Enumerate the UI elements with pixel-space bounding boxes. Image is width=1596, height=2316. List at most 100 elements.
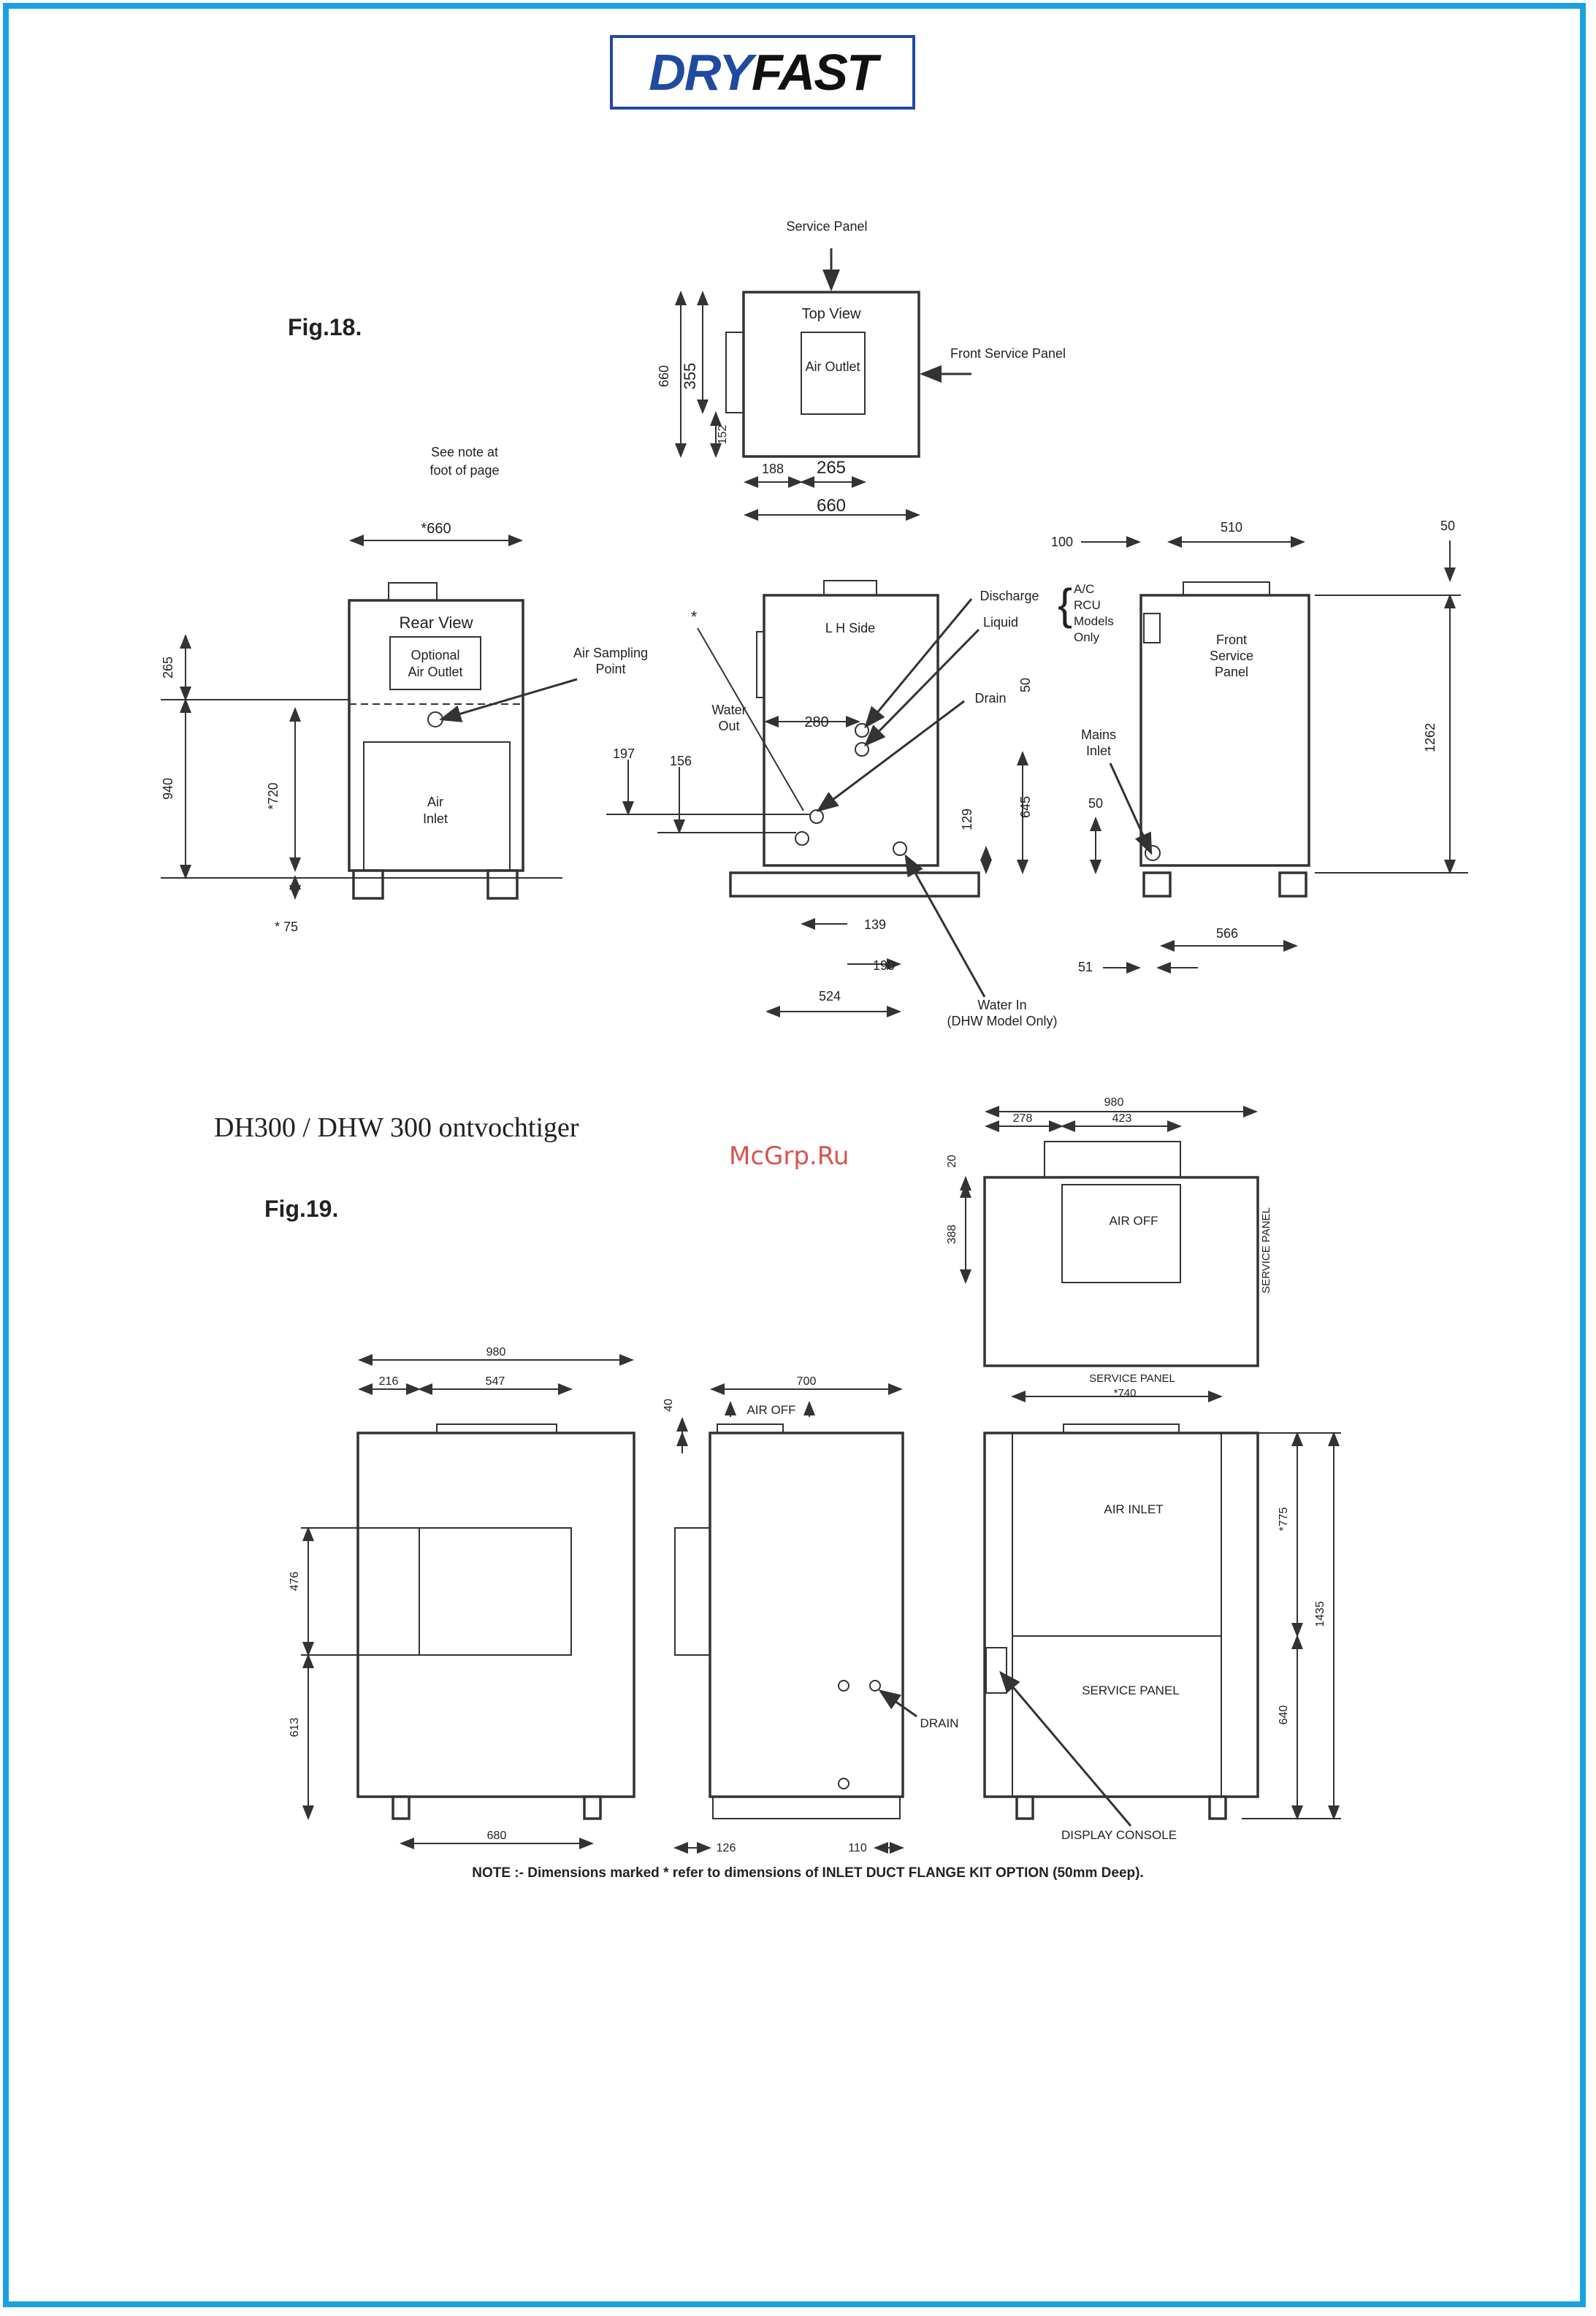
lh-side-ac-rcu-1: A/C	[1074, 582, 1094, 596]
rear-view-air-sampling-point-2: Point	[595, 662, 625, 676]
fig18-lh-side: L H Side Discharge Liquid A/C RCU Models…	[606, 580, 1114, 1028]
fig19-top-dim-423: 423	[1112, 1112, 1132, 1125]
model-caption: DH300 / DHW 300 ontvochtiger	[214, 1112, 579, 1143]
fig18-label: Fig.18.	[288, 314, 362, 340]
lh-side-dim-645: 645	[1018, 796, 1033, 818]
front-view-dim-50-side: 50	[1088, 796, 1103, 811]
fig19-left-dim-216: 216	[379, 1375, 399, 1388]
page-border	[3, 3, 1586, 2307]
watermark: McGrp.Ru	[729, 1142, 849, 1171]
fig19-mid-dim-40: 40	[663, 1399, 675, 1412]
logo-fast-text: FAST	[751, 44, 878, 101]
fig19-right-view: SERVICE PANEL *740 AIR INLET SERVICE PAN…	[983, 1372, 1341, 1842]
lh-side-water-out-2: Out	[718, 719, 739, 733]
lh-side-dim-129: 129	[960, 809, 974, 830]
top-view-dim-188: 188	[762, 462, 784, 476]
rear-view-optional-air-outlet-2: Air Outlet	[408, 665, 462, 679]
front-view-title-2: Service	[1210, 649, 1253, 663]
fig19-top-view: AIR OFF SERVICE PANEL 980 278 423 20 388	[946, 1096, 1272, 1367]
front-view-mains-inlet: Mains	[1081, 727, 1116, 742]
top-view-dim-265: 265	[817, 458, 846, 478]
lh-side-ac-rcu-4: Only	[1074, 630, 1099, 644]
lh-side-ac-rcu-2: RCU	[1074, 598, 1101, 612]
rear-view-dim-75: * 75	[275, 920, 298, 934]
lh-side-drain: Drain	[974, 691, 1006, 706]
fig19-right-dim-775: *775	[1278, 1507, 1290, 1531]
rear-view-optional-air-outlet: Optional	[411, 648, 459, 662]
fig19-left-view: 980 216 547 476 613 680	[289, 1346, 635, 1849]
fig19-top-air-off: AIR OFF	[1109, 1214, 1158, 1228]
logo-dry-text: DRY	[649, 44, 753, 101]
fig19-left-dim-980: 980	[486, 1346, 506, 1358]
fig18-rear-view: Rear View Optional Air Outlet Air Inlet …	[161, 521, 648, 934]
fig19-right-air-inlet: AIR INLET	[1104, 1502, 1163, 1516]
fig19-left-dim-476: 476	[289, 1572, 301, 1591]
lh-side-dim-156: 156	[670, 754, 692, 768]
front-view-mains-inlet-2: Inlet	[1086, 744, 1111, 758]
fig19-mid-view: 700 40 AIR OFF DRAIN 126 110	[663, 1375, 958, 1854]
rear-view-dim-265: 265	[161, 657, 175, 679]
fig19-mid-drain: DRAIN	[920, 1716, 959, 1730]
front-view-title-1: Front	[1216, 632, 1247, 647]
fig19-right-dim-640: 640	[1278, 1705, 1290, 1725]
front-view-dim-50-top: 50	[1440, 519, 1455, 533]
front-view-dim-566: 566	[1216, 926, 1238, 941]
lh-side-brace: {	[1058, 580, 1072, 629]
fig19-right-dim-740: *740	[1114, 1387, 1137, 1399]
fig19-top-service-panel: SERVICE PANEL	[1260, 1207, 1272, 1293]
fig18-top-view: Top View Air Outlet Service Panel Front …	[657, 219, 1066, 521]
fig19-label: Fig.19.	[264, 1196, 339, 1222]
fig19-left-dim-547: 547	[486, 1375, 505, 1388]
lh-side-liquid: Liquid	[983, 615, 1018, 630]
lh-side-water-out: Water	[711, 703, 746, 717]
lh-side-dim-50: 50	[1018, 678, 1033, 692]
fig19-right-dim-1435: 1435	[1314, 1601, 1326, 1627]
lh-side-discharge: Discharge	[980, 589, 1039, 603]
lh-side-dim-139: 139	[864, 917, 886, 932]
top-view-service-panel: Service Panel	[786, 219, 867, 234]
fig19-mid-dim-126: 126	[717, 1842, 736, 1854]
front-view-dim-1262: 1262	[1423, 723, 1437, 752]
lh-side-star: *	[691, 608, 698, 626]
fig19-right-service-panel-top: SERVICE PANEL	[1089, 1372, 1175, 1385]
fig19-mid-dim-700: 700	[797, 1375, 817, 1388]
top-view-front-service-panel: Front Service Panel	[950, 346, 1066, 361]
rear-view-title: Rear View	[399, 614, 473, 632]
lh-side-dim-197: 197	[613, 746, 635, 761]
rear-view-air-inlet: Air	[427, 795, 443, 809]
lh-side-dim-524: 524	[819, 989, 841, 1004]
fig19-mid-air-off: AIR OFF	[747, 1403, 795, 1417]
lh-side-dim-190: 190	[873, 958, 895, 973]
fig19-top-dim-20: 20	[946, 1155, 958, 1168]
top-view-air-outlet: Air Outlet	[805, 359, 860, 374]
front-view-title-3: Panel	[1215, 665, 1248, 679]
lh-side-dim-280: 280	[804, 714, 828, 730]
fig19-right-service-panel: SERVICE PANEL	[1082, 1684, 1180, 1697]
lh-side-ac-rcu-3: Models	[1074, 614, 1114, 628]
rear-view-air-inlet-2: Inlet	[423, 811, 448, 826]
fig19-mid-dim-110: 110	[848, 1842, 867, 1854]
top-view-dim-152: 152	[717, 425, 729, 445]
see-note-line2: foot of page	[429, 463, 499, 478]
fig19-left-dim-613: 613	[289, 1718, 301, 1738]
fig19-top-dim-278: 278	[1013, 1112, 1033, 1125]
dryfast-logo: DRYFAST	[610, 35, 915, 110]
rear-view-dim-660: *660	[421, 521, 451, 537]
fig19-left-dim-680: 680	[487, 1830, 507, 1842]
top-view-title: Top View	[802, 306, 861, 322]
lh-side-water-in: Water In	[977, 998, 1026, 1012]
fig19-note: NOTE :- Dimensions marked * refer to dim…	[472, 1865, 1144, 1881]
lh-side-title: L H Side	[825, 621, 875, 635]
front-view-dim-51: 51	[1078, 960, 1093, 974]
lh-side-water-in-2: (DHW Model Only)	[947, 1014, 1057, 1028]
rear-view-dim-720: *720	[266, 782, 280, 809]
top-view-dim-660-h: 660	[657, 365, 671, 387]
top-view-dim-660-w: 660	[817, 496, 846, 516]
fig19-top-dim-388: 388	[946, 1225, 958, 1245]
top-view-dim-355: 355	[681, 363, 699, 390]
fig19-top-dim-980: 980	[1104, 1096, 1124, 1109]
rear-view-air-sampling-point: Air Sampling	[573, 646, 648, 660]
fig18-front-view: Front Service Panel Mains Inlet 100 510 …	[1051, 519, 1468, 974]
front-view-dim-510: 510	[1221, 520, 1242, 535]
